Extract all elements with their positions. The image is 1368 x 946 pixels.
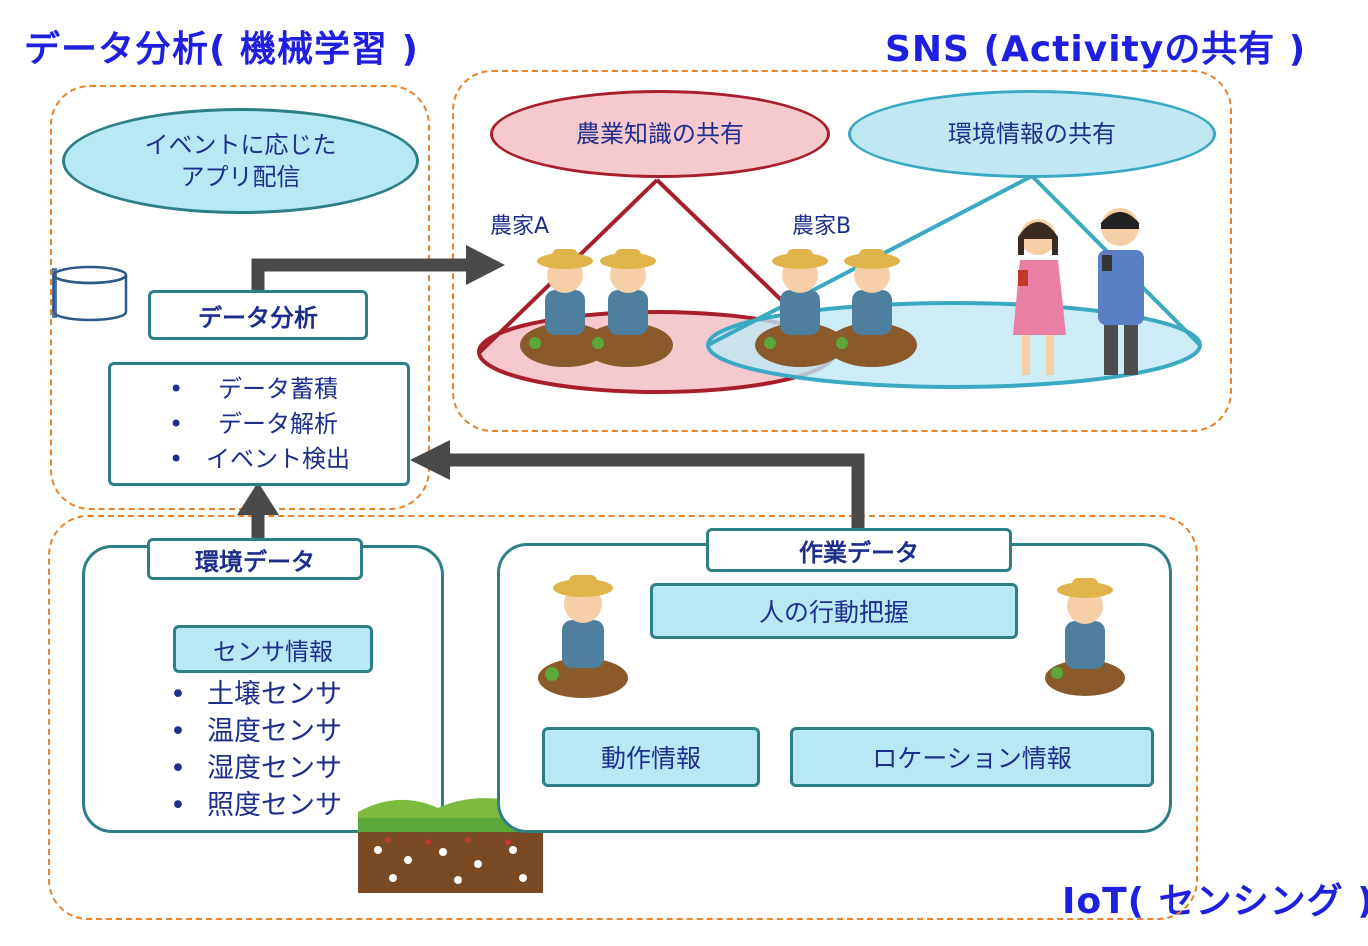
field-soil-icon bbox=[358, 798, 543, 893]
sensor-item: 温度センサ bbox=[162, 713, 342, 750]
app-delivery-ellipse: イベントに応じた アプリ配信 bbox=[62, 108, 419, 214]
processing-item: イベント検出 bbox=[161, 442, 350, 477]
sensor-item: 土壌センサ bbox=[162, 676, 342, 713]
farmer-icon bbox=[1045, 578, 1125, 696]
data-analysis-box: データ分析 bbox=[148, 290, 368, 340]
env-data-label: 環境データ bbox=[147, 538, 363, 580]
processing-item: データ解析 bbox=[161, 407, 350, 442]
work-data-label: 作業データ bbox=[706, 528, 1012, 572]
sensor-item: 湿度センサ bbox=[162, 750, 342, 787]
iot-region bbox=[48, 515, 1198, 920]
sns-title: SNS (Activityの共有 ) bbox=[885, 29, 1307, 70]
farmer-icon bbox=[755, 249, 845, 367]
farmer-icon bbox=[583, 249, 673, 367]
env-info-ellipse: 環境情報の共有 bbox=[848, 90, 1216, 178]
sns-region bbox=[452, 70, 1232, 432]
work-data-to-processing-arrow bbox=[448, 453, 865, 528]
sensor-list: 土壌センサ 温度センサ 湿度センサ 照度センサ bbox=[162, 676, 342, 824]
farmer-icon bbox=[520, 249, 610, 367]
farmer-a-label: 農家A bbox=[490, 214, 550, 239]
woman-with-phone-icon bbox=[1013, 219, 1066, 375]
agri-knowledge-ellipse: 農業知識の共有 bbox=[490, 90, 830, 178]
data-analysis-region bbox=[50, 85, 430, 510]
human-behavior-box: 人の行動把握 bbox=[650, 583, 1018, 639]
farmer-icon bbox=[538, 575, 628, 698]
sensor-item: 照度センサ bbox=[162, 787, 342, 824]
processing-item: データ蓄積 bbox=[161, 372, 350, 407]
man-with-phone-icon bbox=[1098, 208, 1144, 375]
processing-box: データ蓄積 データ解析 イベント検出 bbox=[108, 362, 410, 486]
database-icon bbox=[52, 265, 128, 322]
location-info-box: ロケーション情報 bbox=[790, 727, 1154, 787]
iot-title: IoT( センシング ) bbox=[1062, 881, 1368, 922]
motion-info-box: 動作情報 bbox=[542, 727, 760, 787]
sensor-info-box: センサ情報 bbox=[173, 625, 373, 673]
data-analysis-title: データ分析( 機械学習 ) bbox=[24, 29, 419, 70]
analysis-to-sns-arrow bbox=[251, 258, 468, 292]
farmer-icon bbox=[827, 249, 917, 367]
farmer-b-label: 農家B bbox=[792, 214, 852, 239]
